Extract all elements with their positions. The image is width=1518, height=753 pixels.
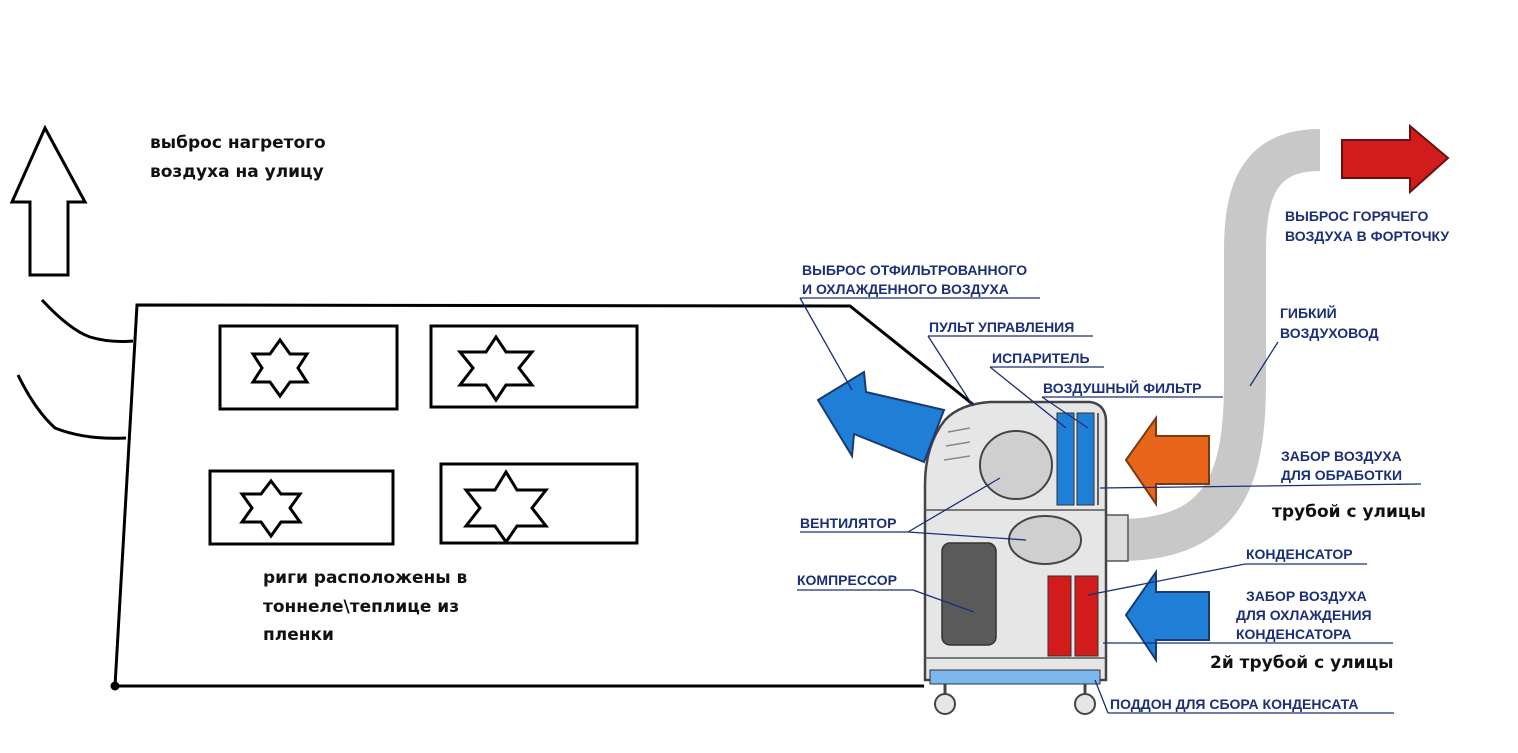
fan-label: ВЕНТИЛЯТОР bbox=[800, 515, 897, 531]
air-filter-label: ВОЗДУШНЫЙ ФИЛЬТР bbox=[1043, 379, 1201, 396]
hot-air-out-label-line-2: ВОЗДУХА В ФОРТОЧКУ bbox=[1285, 228, 1449, 244]
rig-fan-icon bbox=[239, 478, 303, 539]
intake-air-arrow bbox=[1124, 414, 1210, 508]
condenser-label: КОНДЕНСАТОР bbox=[1246, 546, 1353, 562]
tunnel-outline bbox=[113, 303, 976, 687]
condenser-intake-label-line-3: КОНДЕНСАТОРА bbox=[1236, 626, 1351, 642]
pipe-from-street-note: трубой с улицы bbox=[1272, 502, 1426, 522]
air-intake-label-line-1: ЗАБОР ВОЗДУХА bbox=[1281, 448, 1402, 464]
rig-2 bbox=[429, 324, 639, 409]
condenser-block bbox=[1047, 575, 1072, 657]
exhaust-pipe-curve-top bbox=[40, 298, 134, 343]
second-pipe-from-street-note: 2й трубой с улицы bbox=[1210, 653, 1394, 673]
rigs-location-note-line-1: риги расположены в bbox=[263, 568, 468, 588]
exhaust-up-arrow bbox=[9, 124, 88, 277]
rig-1 bbox=[218, 324, 399, 411]
rig-fan-icon bbox=[456, 334, 536, 403]
evaporator-label: ИСПАРИТЕЛЬ bbox=[992, 350, 1090, 366]
wheel bbox=[934, 693, 956, 715]
air-filter-block bbox=[1076, 412, 1095, 506]
compressor-label: КОМПРЕССОР bbox=[797, 572, 897, 588]
flexible-duct bbox=[1119, 129, 1321, 561]
lower-fan bbox=[1008, 515, 1082, 565]
condenser-intake-label-line-1: ЗАБОР ВОЗДУХА bbox=[1246, 588, 1367, 604]
air-intake-label-line-2: ДЛЯ ОБРАБОТКИ bbox=[1281, 467, 1402, 483]
condenser-block-2 bbox=[1074, 575, 1099, 657]
rig-fan-icon bbox=[462, 469, 550, 545]
hand-drawn-sketch bbox=[9, 124, 976, 691]
flexible-duct-label-line-2: ВОЗДУХОВОД bbox=[1280, 325, 1379, 341]
hot-air-out-arrow bbox=[1341, 123, 1450, 195]
filtered-air-out-label-line-1: ВЫБРОС ОТФИЛЬТРОВАННОГО bbox=[802, 262, 1027, 278]
cold-air-out-arrow bbox=[816, 370, 946, 464]
upper-fan bbox=[979, 430, 1053, 500]
rig-3 bbox=[208, 469, 395, 546]
filtered-air-out-label-line-2: И ОХЛАЖДЕННОГО ВОЗДУХА bbox=[802, 281, 1009, 297]
compressor-block bbox=[941, 542, 997, 646]
condenser-intake-arrow bbox=[1124, 568, 1210, 664]
condenser-intake-label-line-2: ДЛЯ ОХЛАЖДЕНИЯ bbox=[1236, 607, 1372, 623]
drip-tray-label: ПОДДОН ДЛЯ СБОРА КОНДЕНСАТА bbox=[1110, 696, 1358, 712]
rig-fan-icon bbox=[250, 337, 310, 399]
rigs-location-note-line-3: пленки bbox=[263, 625, 334, 645]
rigs-location-note-line-2: тоннеле\теплице из bbox=[263, 597, 459, 617]
air-outlet-grille bbox=[943, 427, 971, 461]
hot-air-exhaust-note-line-1: выброс нагретого bbox=[150, 133, 326, 153]
hot-air-exhaust-note-line-2: воздуха на улицу bbox=[150, 162, 324, 182]
flexible-duct-label-line-1: ГИБКИЙ bbox=[1280, 304, 1337, 321]
hot-air-out-label-line-1: ВЫБРОС ГОРЯЧЕГО bbox=[1285, 208, 1429, 224]
wheel bbox=[1074, 693, 1096, 715]
leader-lines bbox=[797, 297, 1422, 714]
rig-4 bbox=[439, 462, 639, 545]
exhaust-pipe-curve-bottom bbox=[16, 374, 127, 440]
drip-tray-block bbox=[929, 669, 1101, 685]
control-panel-label: ПУЛЬТ УПРАВЛЕНИЯ bbox=[929, 319, 1074, 335]
